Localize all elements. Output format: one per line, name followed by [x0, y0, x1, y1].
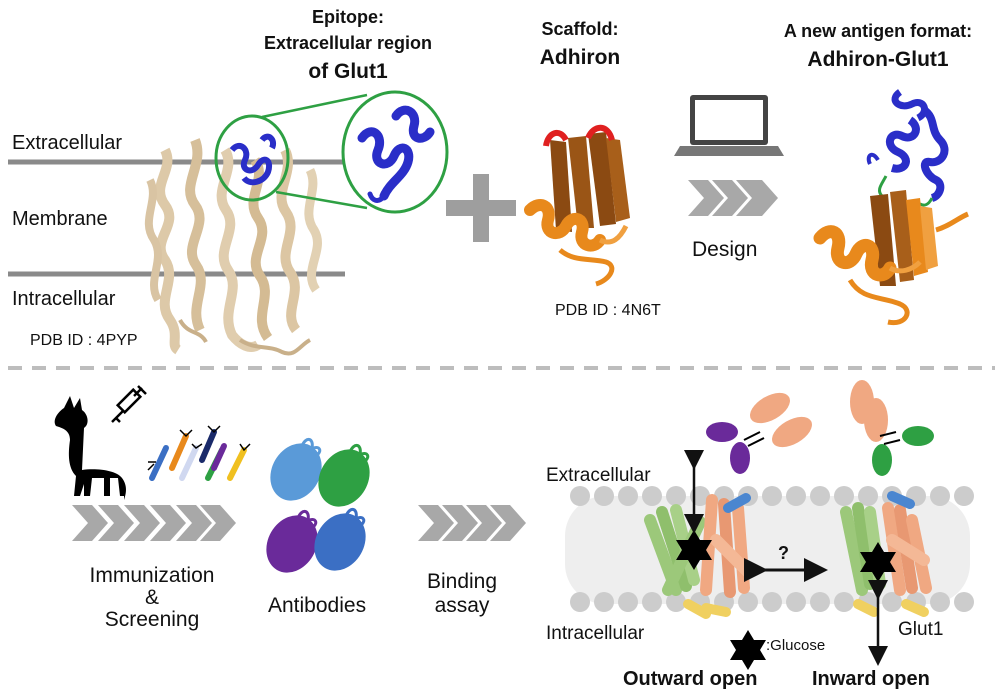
antigen-format-line2: Adhiron-Glut1: [807, 47, 949, 71]
glucose-legend-icon: [730, 630, 766, 670]
antibody-bound-outward: [706, 392, 812, 474]
binding-assay-label: Binding assay: [412, 570, 512, 618]
alpaca-icon: [54, 396, 126, 500]
adhiron-structure: [524, 124, 630, 287]
epitope-title: Epitope: Extracellular region of Glut1: [248, 7, 448, 83]
glut1-structure: [144, 138, 322, 356]
conformation-question-mark: ?: [778, 543, 789, 563]
design-chevrons: [688, 180, 778, 216]
immunization-chevrons: [72, 505, 236, 541]
antibody-blue: [314, 508, 366, 571]
laptop-icon: [674, 95, 784, 156]
glucose-outward: [676, 530, 712, 570]
antibody-lightblue: [270, 438, 322, 501]
binding-chevrons: [418, 505, 526, 541]
syringe-icon: [111, 385, 147, 423]
glut1-inward-open: [840, 491, 932, 617]
design-label: Design: [692, 238, 758, 261]
scaffold-title-line2: Adhiron: [539, 45, 621, 69]
adhiron-glut1-structure: [813, 89, 970, 326]
scaffold-title: Scaffold: Adhiron: [520, 19, 640, 69]
label-membrane: Membrane: [12, 208, 108, 230]
epitope-on-structure: [229, 133, 276, 186]
antigen-format-title: A new antigen format: Adhiron-Glut1: [758, 21, 998, 71]
binding-assay-line1: Binding: [426, 570, 498, 593]
immunization-line2: &: [144, 586, 159, 610]
antibody-library-icon: [149, 429, 247, 481]
antibodies-label: Antibodies: [268, 594, 367, 617]
label-intracellular-top: Intracellular: [12, 288, 116, 310]
glut1-label: Glut1: [898, 619, 944, 640]
antibody-green: [318, 444, 370, 507]
immunization-line1: Immunization: [89, 564, 215, 587]
antigen-format-line1: A new antigen format:: [783, 21, 973, 41]
immunization-label: Immunization & Screening: [62, 564, 242, 632]
antibody-purple: [266, 510, 318, 573]
epitope-title-line2: Extracellular region: [263, 32, 433, 53]
outward-open-label: Outward open: [623, 668, 758, 690]
epitope-title-line1: Epitope:: [312, 7, 384, 27]
inward-open-label: Inward open: [812, 668, 930, 690]
antibody-library-tips: [147, 425, 251, 471]
label-extracellular-top: Extracellular: [12, 132, 123, 154]
glucose-inward: [860, 542, 896, 582]
epitope-title-line3: of Glut1: [308, 59, 388, 83]
epitope-helix: [357, 105, 435, 203]
pdb-id-glut1: PDB ID : 4PYP: [30, 332, 138, 349]
plus-sign: [446, 174, 516, 242]
scaffold-title-line1: Scaffold:: [541, 19, 619, 39]
immunization-line3: Screening: [104, 608, 200, 632]
label-intracellular-bottom: Intracellular: [546, 623, 645, 644]
zoom-lines: [261, 93, 368, 210]
antibody-bound-inward: [850, 380, 934, 476]
binding-assay-line2: assay: [434, 594, 490, 618]
epitope-small-circle: [214, 114, 290, 202]
glucose-legend-label: :Glucose: [766, 637, 826, 654]
label-extracellular-bottom: Extracellular: [546, 465, 651, 486]
pdb-id-adhiron: PDB ID : 4N6T: [555, 302, 661, 319]
